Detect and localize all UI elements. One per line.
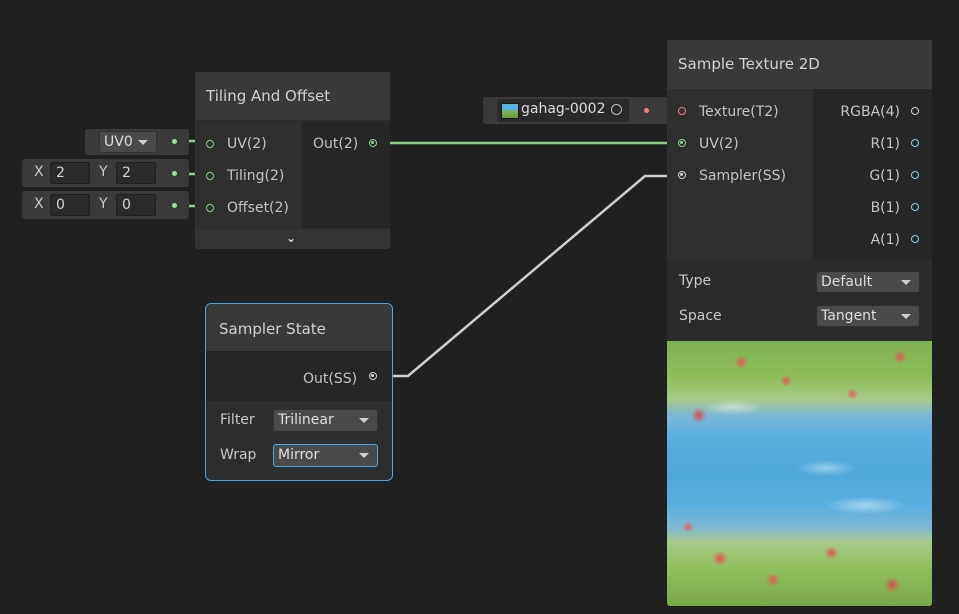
filter-label: Filter [220,412,255,428]
out-output-label: Out(SS) [303,371,358,387]
uv-channel-value: UV0 [104,134,133,150]
g-output-label: G(1) [869,168,900,184]
object-picker-icon[interactable] [611,104,622,115]
chevron-down-icon [359,418,369,423]
offset-input-label: Offset(2) [227,200,289,216]
uv-input-label: UV(2) [227,136,267,152]
node-title[interactable]: Sampler State [206,304,392,351]
uv-inline-connector [172,139,177,144]
texture-name: gahag-0002 [521,101,606,117]
wrap-label: Wrap [220,447,257,463]
texture-input-port[interactable] [678,107,686,115]
texture-inline-input: gahag-0002 [483,97,669,124]
texture-input-label: Texture(T2) [699,104,779,120]
space-label: Space [679,308,722,324]
texture-preview [667,341,932,606]
filter-dropdown[interactable]: Trilinear [273,409,378,432]
g-output-port[interactable] [911,171,919,179]
wrap-value: Mirror [278,447,320,463]
chevron-down-icon: ⌄ [286,231,297,245]
tiling-input-port[interactable] [206,172,214,180]
r-output-label: R(1) [870,136,900,152]
offset-y-field[interactable]: 0 [116,194,156,216]
filter-value: Trilinear [278,412,334,428]
a-output-port[interactable] [911,235,919,243]
r-output-port[interactable] [911,139,919,147]
sampler-state-node[interactable]: Sampler State Out(SS) Filter Trilinear W… [205,303,393,481]
tiling-input-label: Tiling(2) [227,168,285,184]
tiling-and-offset-node[interactable]: Tiling And Offset UV(2) Tiling(2) Offset… [195,72,390,249]
out-output-label: Out(2) [313,136,359,152]
node-input-column [667,89,812,259]
sample-texture-2d-node[interactable]: Sample Texture 2D Texture(T2) UV(2) Samp… [667,40,932,606]
offset-y-label: Y [99,196,108,212]
rgba-output-port[interactable] [911,107,919,115]
tiling-inline-connector [172,171,177,176]
chevron-down-icon [901,280,911,285]
texture-object-field[interactable]: gahag-0002 [497,99,629,122]
tiling-x-field[interactable]: 2 [50,162,90,184]
sampler-input-port[interactable] [678,171,686,179]
sampler-input-label: Sampler(SS) [699,168,786,184]
expand-bar[interactable]: ⌄ [195,229,390,249]
uv-input-label: UV(2) [699,136,739,152]
wire-sampler-out-to-sample-sampler [378,174,676,378]
wrap-dropdown[interactable]: Mirror [273,444,378,467]
texture-inline-connector [644,108,649,113]
offset-input-port[interactable] [206,204,214,212]
node-output-row [206,351,392,401]
uv-inline-input: UV0 [85,129,189,155]
space-value: Tangent [821,308,877,324]
offset-inline-input: X 0 Y 0 [22,191,189,219]
texture-thumbnail-icon [501,103,519,119]
a-output-label: A(1) [870,232,900,248]
b-output-label: B(1) [870,200,900,216]
node-title[interactable]: Sample Texture 2D [667,40,932,89]
offset-x-label: X [34,196,44,212]
chevron-down-icon [138,140,148,145]
b-output-port[interactable] [911,203,919,211]
offset-inline-connector [172,203,177,208]
uv-input-port[interactable] [678,139,686,147]
tiling-y-label: Y [99,164,108,180]
out-output-port[interactable] [369,372,377,380]
node-title[interactable]: Tiling And Offset [195,72,390,120]
chevron-down-icon [359,453,369,458]
out-output-port[interactable] [369,139,377,147]
type-label: Type [679,273,712,289]
tiling-inline-input: X 2 Y 2 [22,159,189,187]
type-value: Default [821,274,873,290]
space-dropdown[interactable]: Tangent [816,305,920,327]
type-dropdown[interactable]: Default [816,271,920,293]
uv-channel-dropdown[interactable]: UV0 [99,131,157,153]
uv-input-port[interactable] [206,140,214,148]
tiling-y-field[interactable]: 2 [116,162,156,184]
rgba-output-label: RGBA(4) [840,104,900,120]
tiling-x-label: X [34,164,44,180]
offset-x-field[interactable]: 0 [50,194,90,216]
chevron-down-icon [901,314,911,319]
